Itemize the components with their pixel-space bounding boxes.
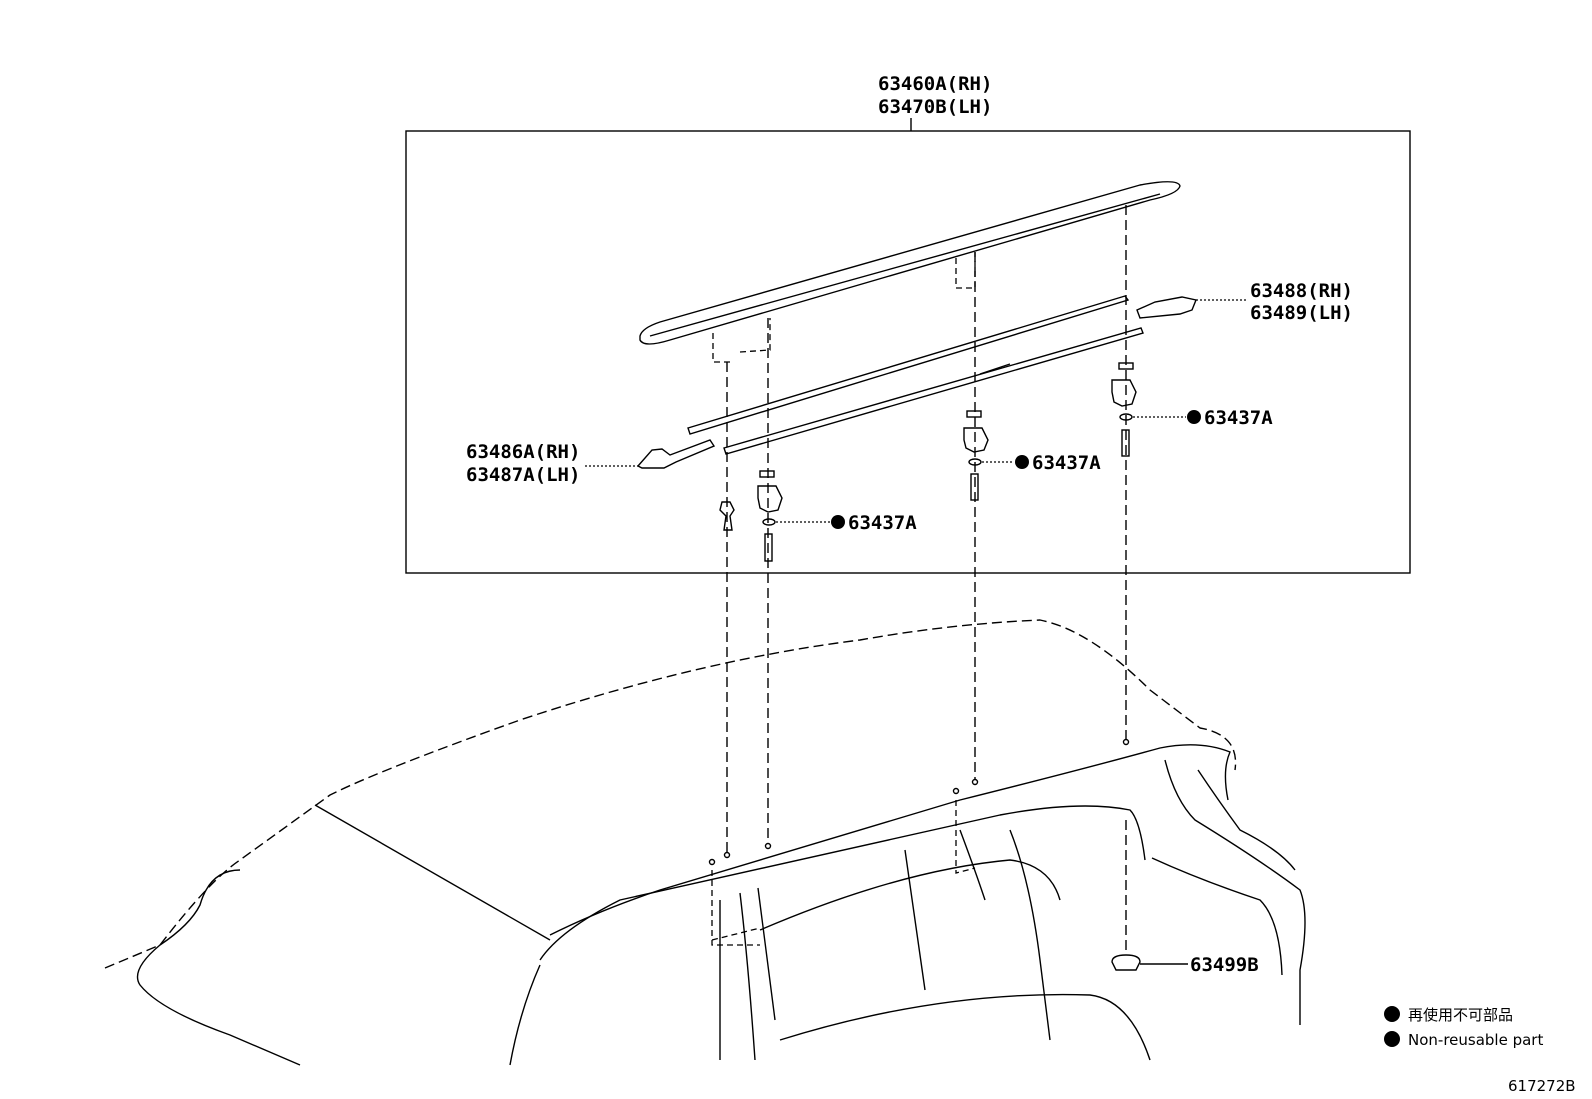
vehicle-mount-bracket-mid xyxy=(955,800,976,874)
clip-pad-2 xyxy=(966,410,982,418)
legend-mark-en xyxy=(1384,1031,1400,1047)
vehicle-roof-side-edge xyxy=(549,744,1231,936)
vehicle-side-door-line xyxy=(1009,829,1051,1041)
label-rail-assembly-rh[interactable]: 63460A(RH) xyxy=(878,73,992,95)
mount-hole-4 xyxy=(952,787,960,795)
mount-hole-1 xyxy=(708,858,716,866)
washer-ring-1 xyxy=(762,518,776,526)
front-cover xyxy=(636,439,716,469)
non-reusable-mark-3 xyxy=(1187,410,1201,424)
molding-upper xyxy=(687,295,1130,435)
label-front-cover-lh[interactable]: 63487A(LH) xyxy=(466,464,580,486)
non-reusable-mark-2 xyxy=(1015,455,1029,469)
mount-hole-2 xyxy=(723,851,731,859)
label-washer-1[interactable]: 63437A xyxy=(848,512,917,534)
vehicle-front-edge xyxy=(136,869,301,1066)
non-reusable-mark-1 xyxy=(831,515,845,529)
roof-rail-edge xyxy=(649,193,1161,337)
mount-hole-5 xyxy=(971,778,979,786)
vehicle-window-sill xyxy=(759,859,1061,931)
label-rear-cover-lh[interactable]: 63489(LH) xyxy=(1250,302,1353,324)
label-rail-assembly-lh[interactable]: 63470B(LH) xyxy=(878,96,992,118)
label-washer-2[interactable]: 63437A xyxy=(1032,452,1101,474)
rail-mount-bracket-2 xyxy=(955,252,976,289)
rear-cover xyxy=(1136,296,1197,319)
clip-bracket-3 xyxy=(1111,379,1137,407)
label-rear-cover-rh[interactable]: 63488(RH) xyxy=(1250,280,1353,302)
mount-hole-3 xyxy=(764,842,772,850)
molding-lower xyxy=(723,327,1144,455)
vehicle-side-window-top xyxy=(539,805,1146,961)
nut xyxy=(1111,954,1141,971)
rail-mount-bracket-1 xyxy=(712,318,771,363)
molding-lower-detail xyxy=(979,363,1011,375)
roof-rail xyxy=(639,181,1181,345)
assembly-box xyxy=(405,130,1411,574)
label-washer-3[interactable]: 63437A xyxy=(1204,407,1273,429)
mount-hole-6 xyxy=(1122,738,1130,746)
vehicle-window-front xyxy=(509,964,541,1066)
diagram-code: 617272B xyxy=(1508,1077,1576,1095)
clip-bracket-2 xyxy=(963,427,989,453)
label-front-cover-rh[interactable]: 63486A(RH) xyxy=(466,441,580,463)
vehicle-body-curve xyxy=(1164,759,1306,1025)
clip-bracket-1 xyxy=(757,485,783,513)
vehicle-rear-window xyxy=(1151,857,1283,976)
vehicle-rear-pillar xyxy=(1197,769,1296,871)
label-nut[interactable]: 63499B xyxy=(1190,954,1259,976)
vehicle-lower-belt xyxy=(779,993,1151,1061)
legend-text-en: Non-reusable part xyxy=(1408,1031,1543,1049)
vehicle-mount-bracket-left xyxy=(711,870,761,946)
legend-text-jp: 再使用不可部品 xyxy=(1408,1006,1513,1024)
vehicle-door-frame xyxy=(719,829,986,1061)
legend-mark-jp xyxy=(1384,1006,1400,1022)
clip-pad-1 xyxy=(759,470,775,478)
vehicle-roof-panel-line xyxy=(314,804,551,941)
vehicle-roof-outline xyxy=(104,619,1237,969)
